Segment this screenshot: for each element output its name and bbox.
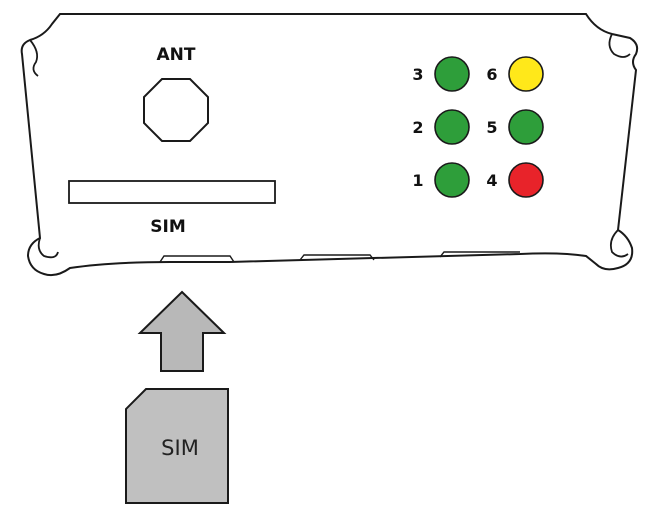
sim-slot-label: SIM xyxy=(150,217,186,237)
sim-card-label: SIM xyxy=(161,436,199,460)
left-mount-hook-bottom xyxy=(37,237,59,259)
right-mount-hook-bottom xyxy=(609,229,629,258)
device-housing xyxy=(20,13,639,277)
insert-arrow-up xyxy=(137,290,227,372)
led-indicator xyxy=(508,109,544,145)
led-indicator xyxy=(434,56,470,92)
led-indicator xyxy=(508,162,544,198)
antenna-connector xyxy=(143,78,209,142)
led-number-label: 3 xyxy=(412,65,423,84)
antenna-label: ANT xyxy=(157,45,196,65)
led-indicator xyxy=(434,162,470,198)
led-number-label: 6 xyxy=(486,65,497,84)
led-number-label: 2 xyxy=(412,118,423,137)
sim-slot xyxy=(68,180,276,204)
right-mount-hook-top xyxy=(608,33,631,58)
left-mount-hook-top xyxy=(29,39,39,77)
led-indicator xyxy=(508,56,544,92)
led-panel: 3 6 2 5 1 4 xyxy=(412,56,544,198)
led-indicator xyxy=(434,109,470,145)
sim-card xyxy=(125,388,229,504)
led-number-label: 5 xyxy=(486,118,497,137)
led-number-label: 1 xyxy=(412,171,423,190)
housing-bottom-notches xyxy=(159,251,520,263)
led-number-label: 4 xyxy=(486,171,497,190)
